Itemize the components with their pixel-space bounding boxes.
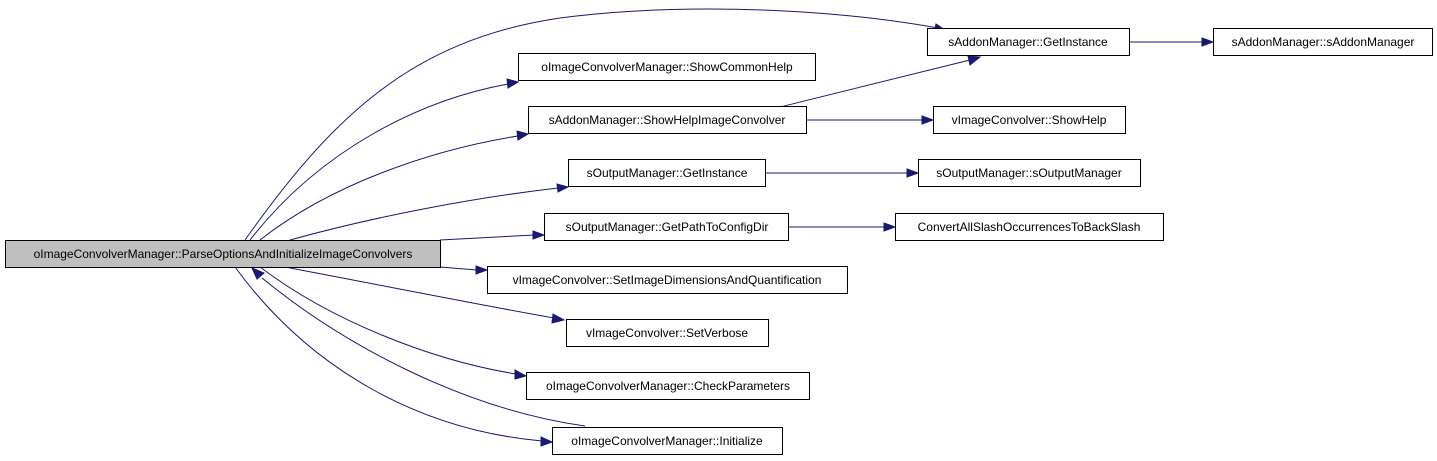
node-vconv-showhelp[interactable]: vImageConvolver::ShowHelp — [933, 106, 1126, 134]
node-show-help-convolver[interactable]: sAddonManager::ShowHelpImageConvolver — [528, 106, 807, 134]
edge-root-to-initialize-arrow — [540, 436, 554, 447]
node-output-getpath-label: sOutputManager::GetPathToConfigDir — [566, 220, 769, 234]
node-initialize-label: oImageConvolverManager::Initialize — [571, 434, 763, 448]
node-set-image-dims-label: vImageConvolver::SetImageDimensionsAndQu… — [513, 273, 822, 287]
node-output-ctor[interactable]: sOutputManager::sOutputManager — [918, 159, 1141, 187]
node-set-image-dims[interactable]: vImageConvolver::SetImageDimensionsAndQu… — [487, 266, 848, 294]
node-show-common-help[interactable]: oImageConvolverManager::ShowCommonHelp — [518, 53, 816, 81]
node-show-help-convolver-label: sAddonManager::ShowHelpImageConvolver — [549, 113, 786, 127]
node-output-getinstance-label: sOutputManager::GetInstance — [587, 166, 748, 180]
edge-root-to-show-help-convolver-arrow — [516, 130, 530, 141]
edge-initialize-to-root-arrow — [251, 267, 265, 280]
edges — [234, 8, 1215, 447]
node-convert-slash-label: ConvertAllSlashOccurrencesToBackSlash — [918, 220, 1141, 234]
edge-show-help-to-addon-getinstance-arrow — [967, 55, 982, 66]
node-addon-ctor[interactable]: sAddonManager::sAddonManager — [1213, 28, 1433, 56]
edge-root-to-addon-getinstance — [244, 8, 939, 241]
edge-root-to-set-verbose — [284, 266, 555, 319]
node-addon-getinstance[interactable]: sAddonManager::GetInstance — [927, 28, 1130, 56]
node-set-verbose-label: vImageConvolver::SetVerbose — [586, 326, 748, 340]
node-check-params-label: oImageConvolverManager::CheckParameters — [546, 379, 790, 393]
node-output-getinstance[interactable]: sOutputManager::GetInstance — [568, 159, 766, 187]
node-vconv-showhelp-label: vImageConvolver::ShowHelp — [952, 113, 1107, 127]
edge-root-to-show-help-convolver — [259, 135, 519, 241]
edge-root-to-set-verbose-arrow — [551, 313, 566, 324]
node-convert-slash[interactable]: ConvertAllSlashOccurrencesToBackSlash — [895, 213, 1164, 241]
edge-show-help-to-vconv-showhelp-arrow — [921, 115, 935, 125]
edge-root-to-initialize — [234, 266, 543, 442]
edge-root-to-set-image-dims-arrow — [475, 265, 489, 275]
node-check-params[interactable]: oImageConvolverManager::CheckParameters — [526, 372, 810, 400]
edge-root-to-output-getinstance-arrow — [556, 183, 570, 193]
node-root-label: oImageConvolverManager::ParseOptionsAndI… — [34, 247, 413, 261]
edge-show-help-to-addon-getinstance — [779, 59, 971, 108]
node-output-ctor-label: sOutputManager::sOutputManager — [936, 166, 1121, 180]
node-set-verbose[interactable]: vImageConvolver::SetVerbose — [566, 319, 769, 347]
node-initialize[interactable]: oImageConvolverManager::Initialize — [552, 427, 783, 455]
node-addon-ctor-label: sAddonManager::sAddonManager — [1232, 35, 1415, 49]
edge-root-to-check-params-arrow — [514, 369, 528, 380]
edge-root-to-output-getpath-arrow — [532, 230, 546, 240]
edge-addon-getinstance-to-ctor-arrow — [1201, 37, 1215, 47]
edge-root-to-set-image-dims — [439, 266, 478, 271]
edge-output-getinstance-to-ctor-arrow — [906, 168, 920, 178]
edge-root-to-check-params — [259, 266, 517, 375]
edge-root-to-output-getpath — [439, 234, 535, 241]
node-root[interactable]: oImageConvolverManager::ParseOptionsAndI… — [5, 240, 441, 268]
edge-getpath-to-convert-slash-arrow — [883, 222, 897, 232]
edge-root-to-output-getinstance — [289, 187, 559, 241]
node-addon-getinstance-label: sAddonManager::GetInstance — [948, 35, 1108, 49]
edge-initialize-to-root — [261, 277, 586, 427]
edge-root-to-show-common-help-arrow — [506, 78, 520, 89]
edge-root-to-show-common-help — [249, 83, 509, 241]
node-output-getpath[interactable]: sOutputManager::GetPathToConfigDir — [544, 213, 789, 241]
node-show-common-help-label: oImageConvolverManager::ShowCommonHelp — [541, 60, 793, 74]
